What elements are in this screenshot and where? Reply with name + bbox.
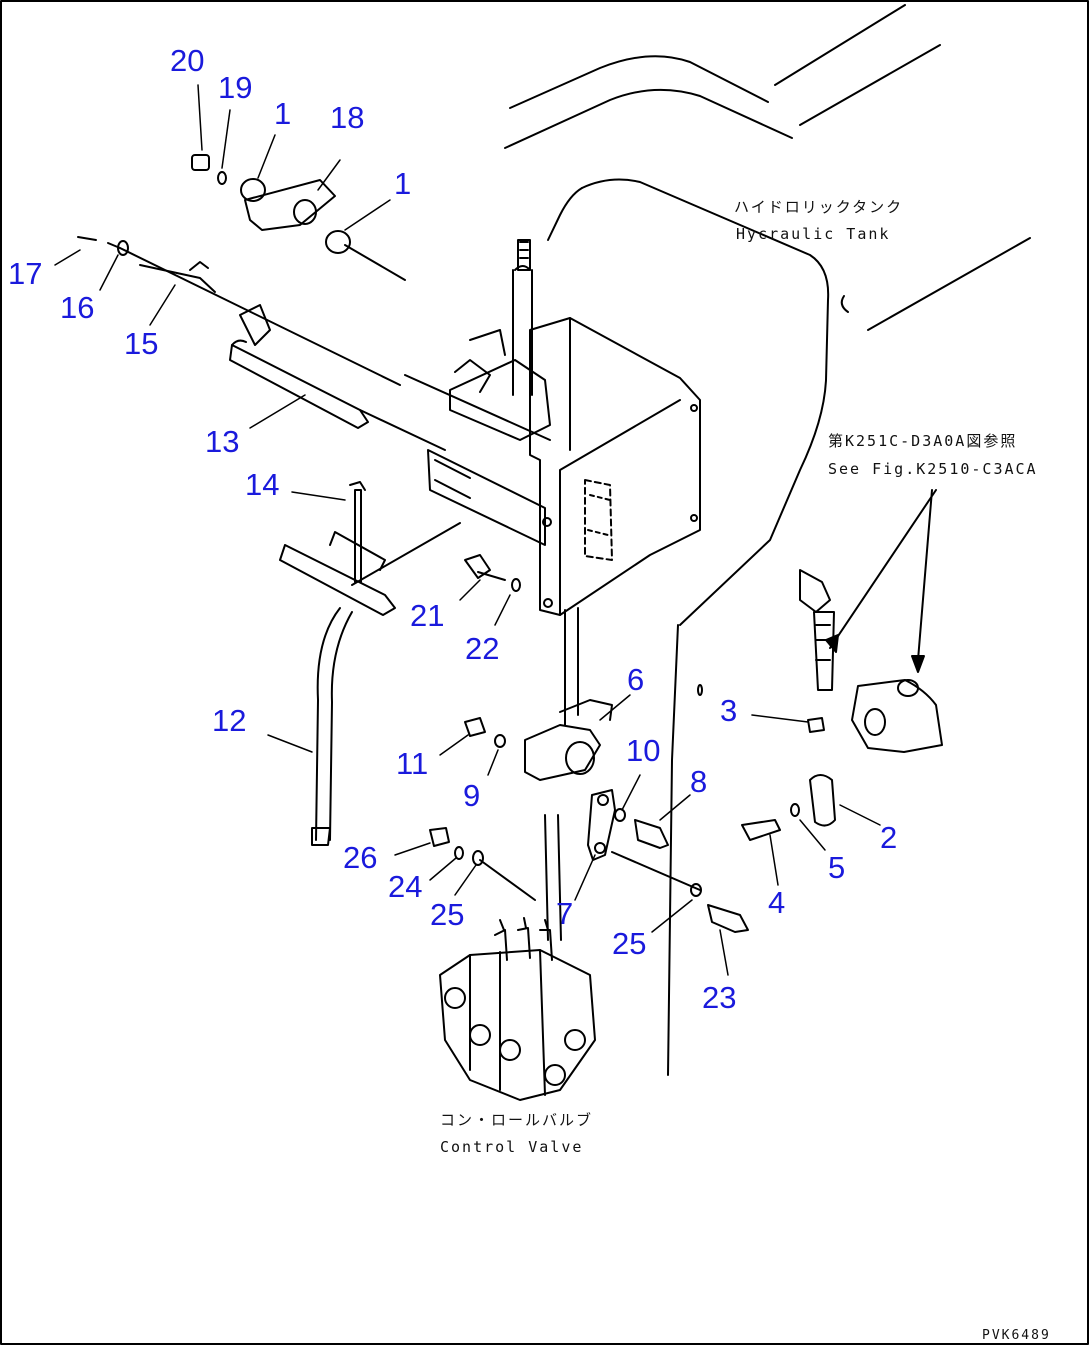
- control-valve-label-en: Control Valve: [440, 1138, 584, 1156]
- see-fig-reference-parts: [799, 489, 943, 753]
- callout-9: 9: [463, 778, 481, 813]
- callout-21: 21: [410, 598, 445, 633]
- callout-26: 26: [343, 840, 378, 875]
- callout-16: 16: [60, 290, 95, 325]
- lever-stick: [512, 239, 533, 396]
- small-hardware: [429, 554, 836, 933]
- callout-25-right: 25: [612, 926, 647, 961]
- callout-13: 13: [205, 424, 240, 459]
- callout-7: 7: [556, 896, 574, 931]
- callout-3: 3: [720, 693, 738, 728]
- reference-note-en: See Fig.K2510-C3ACA: [828, 460, 1038, 478]
- callout-25-left: 25: [430, 897, 465, 932]
- hydraulic-tank-label-jp: ハイドロリックタンク: [734, 198, 904, 216]
- control-valve-body: [439, 814, 596, 1101]
- callout-22: 22: [465, 631, 500, 666]
- callout-8: 8: [690, 764, 708, 799]
- upper-left-parts: [117, 154, 406, 346]
- callout-23: 23: [702, 980, 737, 1015]
- control-valve-label-jp: コン・ロールバルブ: [440, 1111, 594, 1129]
- callout-19: 19: [218, 70, 253, 105]
- lever-bracket-assembly: [427, 317, 701, 616]
- callout-12: 12: [212, 703, 247, 738]
- reference-note-jp: 第K251C-D3A0A図参照: [828, 432, 1018, 450]
- callout-17: 17: [8, 256, 43, 291]
- callout-10: 10: [626, 733, 661, 768]
- leader-lines: [54, 84, 881, 976]
- callout-18: 18: [330, 100, 365, 135]
- linkage-rods: [77, 236, 551, 846]
- callout-5: 5: [828, 850, 846, 885]
- callout-1-right: 1: [394, 166, 412, 201]
- hydraulic-tank-outline: [504, 4, 1031, 1076]
- callout-20: 20: [170, 43, 205, 78]
- callout-14: 14: [245, 467, 280, 502]
- callout-15: 15: [124, 326, 159, 361]
- callout-11: 11: [396, 746, 429, 781]
- callout-4: 4: [768, 885, 786, 920]
- callout-6: 6: [627, 662, 645, 697]
- callout-2: 2: [880, 820, 898, 855]
- callout-24: 24: [388, 869, 423, 904]
- callout-1-upper: 1: [274, 96, 292, 131]
- hydraulic-tank-label-en: Hycraulic Tank: [736, 225, 891, 243]
- drawing-code: PVK6489: [982, 1328, 1051, 1343]
